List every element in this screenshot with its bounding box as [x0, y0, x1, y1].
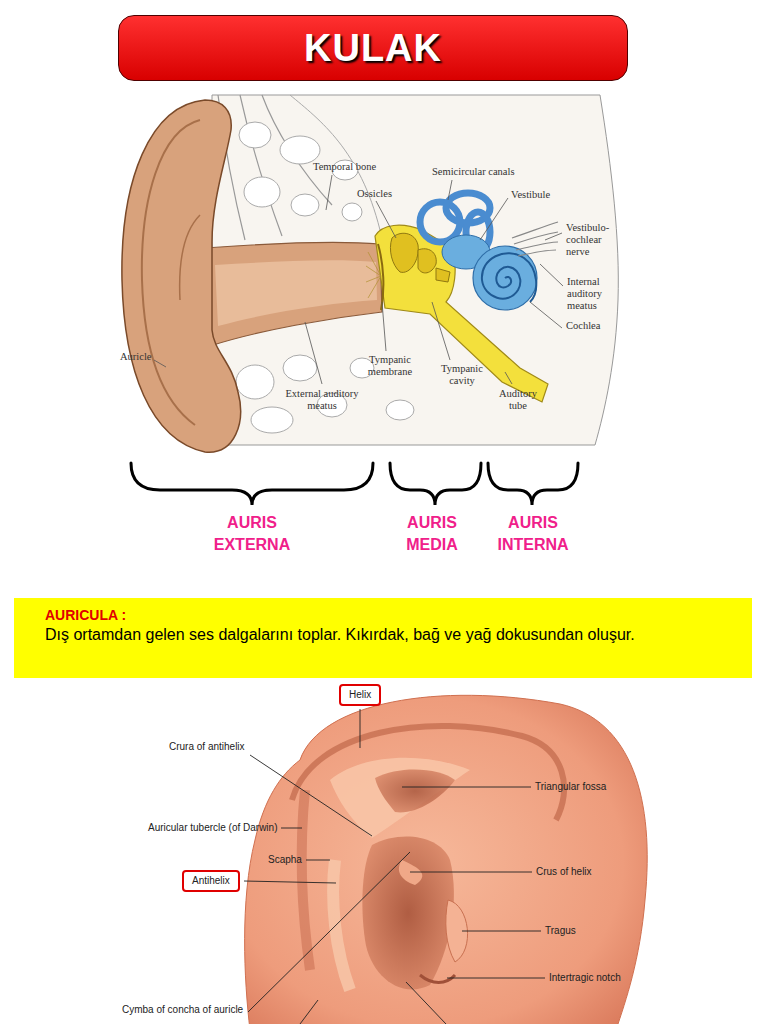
title-banner: KULAK [118, 15, 628, 81]
bracket [131, 463, 578, 505]
part-label: Internal auditory meatus [567, 276, 622, 312]
part-label: External auditory meatus [282, 388, 362, 412]
part-label: Temporal bone [313, 161, 376, 173]
part-label: Auricle [120, 351, 152, 363]
part-label: Cymba of concha of auricle [122, 1004, 243, 1016]
info-band: AURICULA :Dış ortamdan gelen ses dalgala… [14, 598, 752, 678]
part-label: Tympanic cavity [432, 363, 492, 387]
region-label: AURIS INTERNA [481, 512, 585, 555]
part-name: Helix [349, 689, 371, 701]
part-label: Triangular fossa [535, 781, 606, 793]
part-label: Scapha [268, 854, 302, 866]
part-label: Auditory tube [493, 388, 543, 412]
auricle-illustration [245, 695, 648, 1024]
part-label: Auricular tubercle (of Darwin) [148, 822, 278, 834]
title-text: KULAK [304, 27, 442, 70]
part-label: Intertragic notch [549, 972, 621, 984]
part-label: Crura of antihelix [169, 741, 245, 753]
band-body-text: Dış ortamdan gelen ses dalgalarını topla… [45, 624, 721, 646]
part-label: Semicircular canals [432, 166, 515, 178]
part-label: Vestibulo-cochlear nerve [566, 222, 624, 258]
leader-lines [154, 175, 563, 384]
region-label: AURIS EXTERNA [196, 512, 308, 555]
part-label: Crus of helix [536, 866, 592, 878]
leader-lines [244, 709, 545, 1024]
part-label: Cochlea [566, 320, 600, 332]
part-label: Tragus [545, 925, 576, 937]
label-box: Antihelix [182, 870, 240, 892]
region-label: AURIS MEDIA [392, 512, 472, 555]
part-name: Antihelix [192, 875, 230, 887]
cross-section [122, 95, 618, 452]
part-label: Vestibule [511, 189, 550, 201]
label-box: Helix [339, 684, 381, 706]
band-heading: AURICULA : [45, 606, 721, 624]
part-label: Ossicles [357, 188, 392, 200]
part-label: Tympanic membrane [359, 354, 421, 378]
